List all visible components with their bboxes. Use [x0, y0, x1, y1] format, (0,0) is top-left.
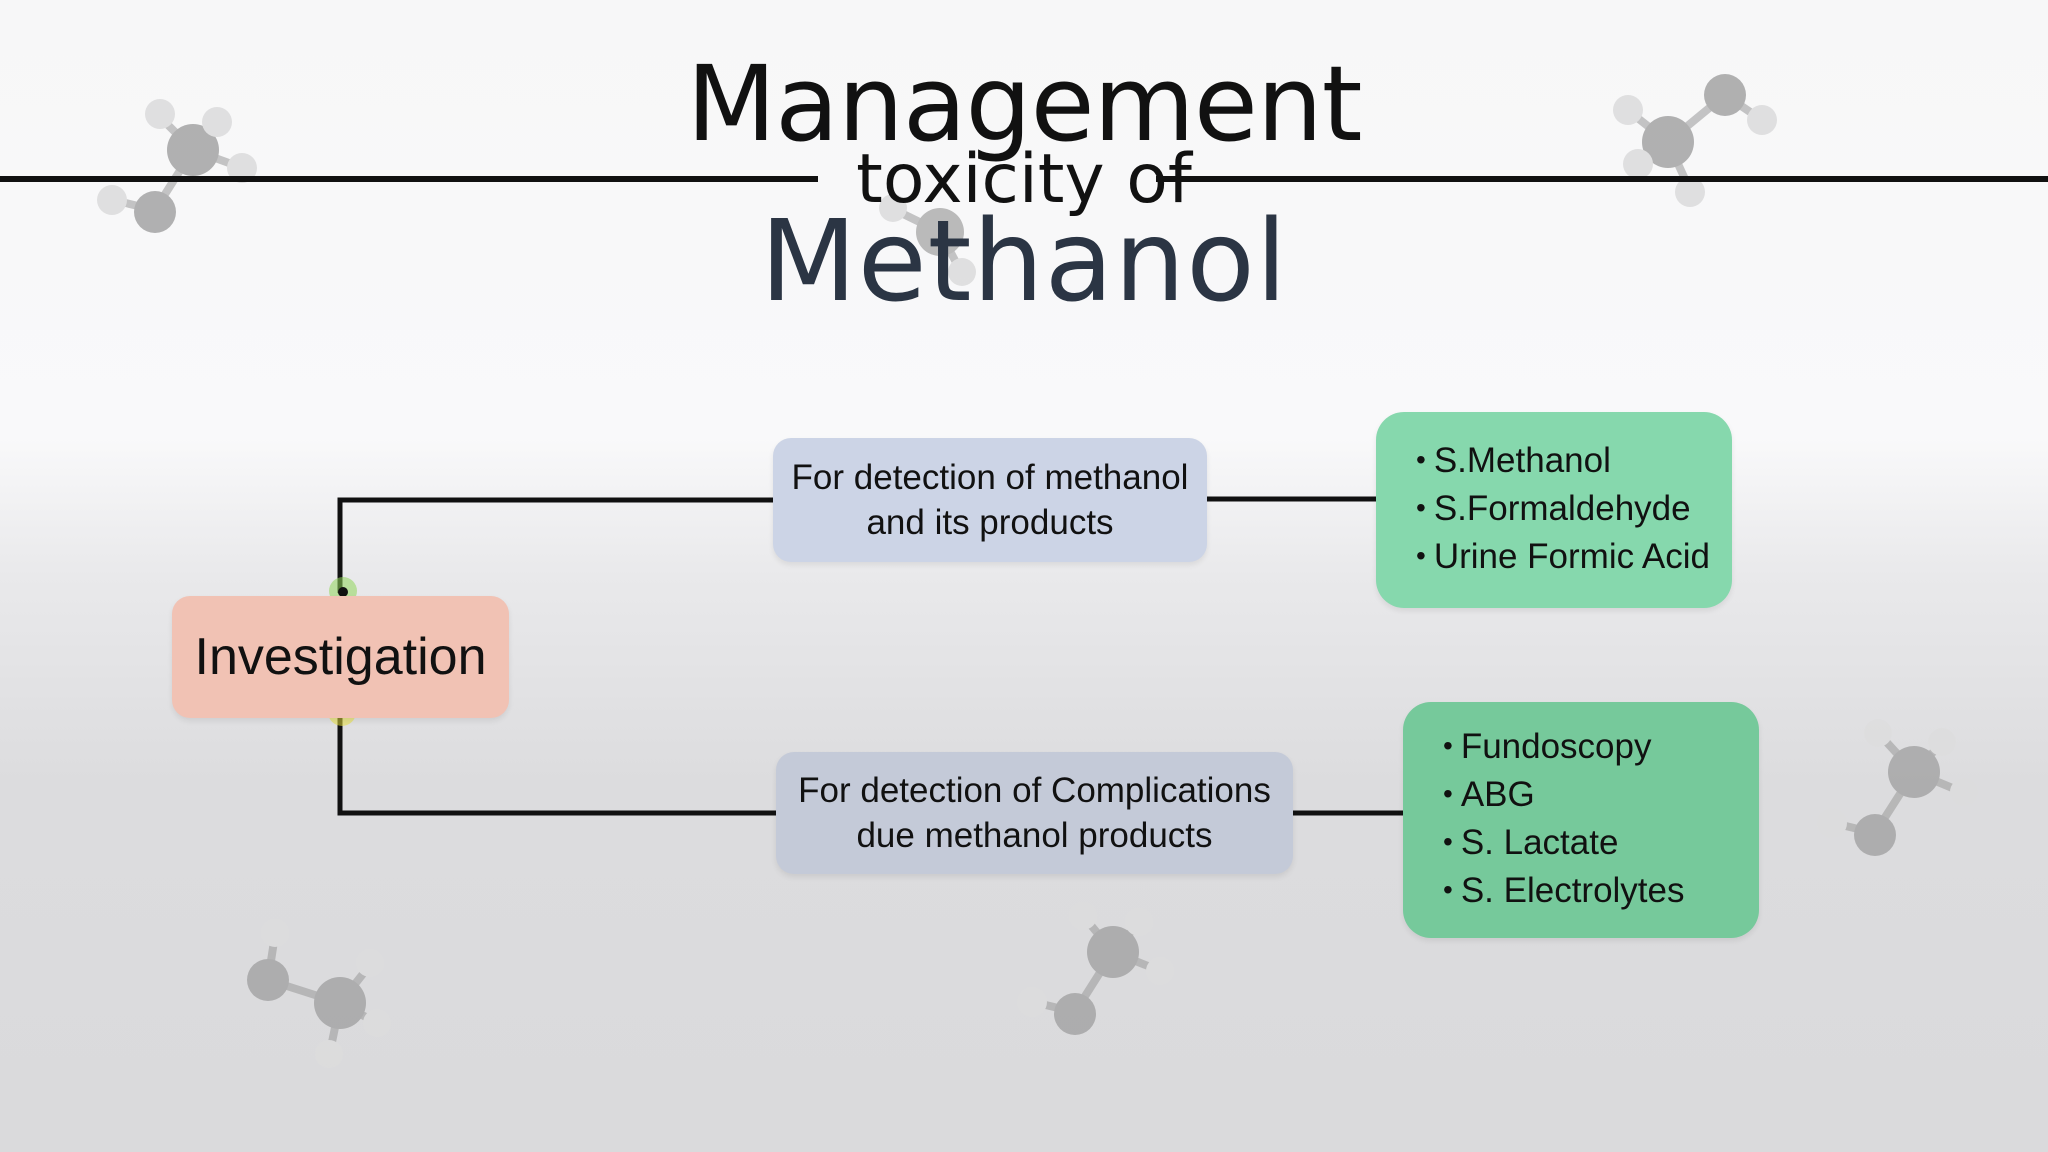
leaf-node-methanol-tests: S.Methanol S.Formaldehyde Urine Formic A… — [1376, 412, 1732, 608]
branch-2-label-line-1: For detection of Complications — [798, 771, 1271, 810]
investigation-label: Investigation — [194, 628, 487, 686]
title-management: Management — [686, 43, 1362, 165]
list-item: ABG — [1443, 772, 1685, 820]
branch-1-label-line-2: and its products — [866, 503, 1114, 542]
leaf-node-complication-tests: Fundoscopy ABG S. Lactate S. Electrolyte… — [1403, 702, 1759, 938]
branch-node-detection-methanol: For detection of methanol and its produc… — [773, 438, 1207, 562]
leaf-1-list: S.Methanol S.Formaldehyde Urine Formic A… — [1416, 438, 1710, 582]
leaf-2-list: Fundoscopy ABG S. Lactate S. Electrolyte… — [1443, 724, 1685, 916]
title-rule-left — [0, 176, 818, 182]
list-item: S. Electrolytes — [1443, 868, 1685, 916]
list-item: S.Formaldehyde — [1416, 486, 1710, 534]
list-item: S.Methanol — [1416, 438, 1710, 486]
title-toxicity-of: toxicity of — [856, 140, 1192, 219]
branch-2-label-line-2: due methanol products — [856, 816, 1213, 855]
molecule-icon — [879, 194, 976, 286]
branch-1-label-line-1: For detection of methanol — [791, 458, 1189, 497]
list-item: S. Lactate — [1443, 820, 1685, 868]
connector-root-to-branch-2 — [337, 715, 776, 816]
molecule-icon — [1613, 74, 1777, 207]
molecule-icon — [1817, 719, 1978, 856]
title-methanol: Methanol — [760, 197, 1288, 327]
molecule-icon — [97, 99, 257, 233]
branch-node-detection-complications: For detection of Complications due metha… — [776, 752, 1293, 874]
list-item: Urine Formic Acid — [1416, 534, 1710, 582]
connector-root-to-branch-1 — [337, 497, 773, 593]
investigation-node: Investigation — [172, 596, 509, 718]
title-rule-right — [1156, 176, 2048, 182]
list-item: Fundoscopy — [1443, 724, 1685, 772]
molecule-icon — [1017, 902, 1174, 1035]
molecule-icon — [247, 919, 391, 1068]
